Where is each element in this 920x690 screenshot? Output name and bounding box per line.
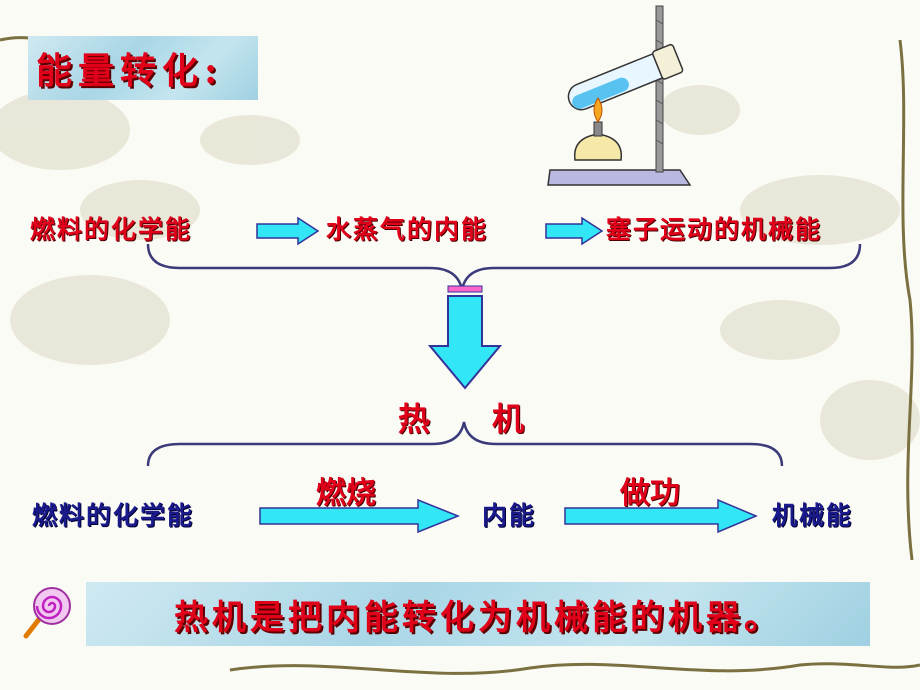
label-burning: 燃烧 [316, 476, 376, 511]
top-item-steam-internal-energy: 水蒸气的内能 [326, 215, 489, 244]
conclusion-text: 热机是把内能转化为机械能的机器。 [174, 597, 782, 638]
bottom-arrow-burning [259, 498, 461, 534]
bottom-item-chemical-energy: 燃料的化学能 [32, 501, 195, 530]
heat-char: 热 [398, 400, 431, 438]
top-arrow-2 [545, 216, 604, 246]
bottom-item-mechanical-energy: 机械能 [772, 501, 854, 530]
big-arrow-cap [447, 285, 483, 293]
big-down-arrow [427, 295, 503, 390]
top-item-cork-mechanical-energy: 塞子运动的机械能 [606, 215, 823, 244]
bottom-brace [146, 421, 784, 467]
top-arrow-1 [256, 216, 320, 246]
bottom-arrow-work [564, 498, 758, 534]
lollipop-icon [23, 587, 71, 639]
label-work: 做功 [620, 476, 680, 511]
bottom-item-internal-energy: 内能 [482, 501, 537, 530]
engine-char: 机 [492, 400, 525, 438]
title-box: 能量转化: [28, 36, 258, 100]
top-brace [146, 243, 862, 291]
conclusion-box: 热机是把内能转化为机械能的机器。 [86, 582, 870, 646]
top-item-chemical-energy: 燃料的化学能 [30, 215, 193, 244]
page-title: 能量转化: [36, 50, 224, 92]
